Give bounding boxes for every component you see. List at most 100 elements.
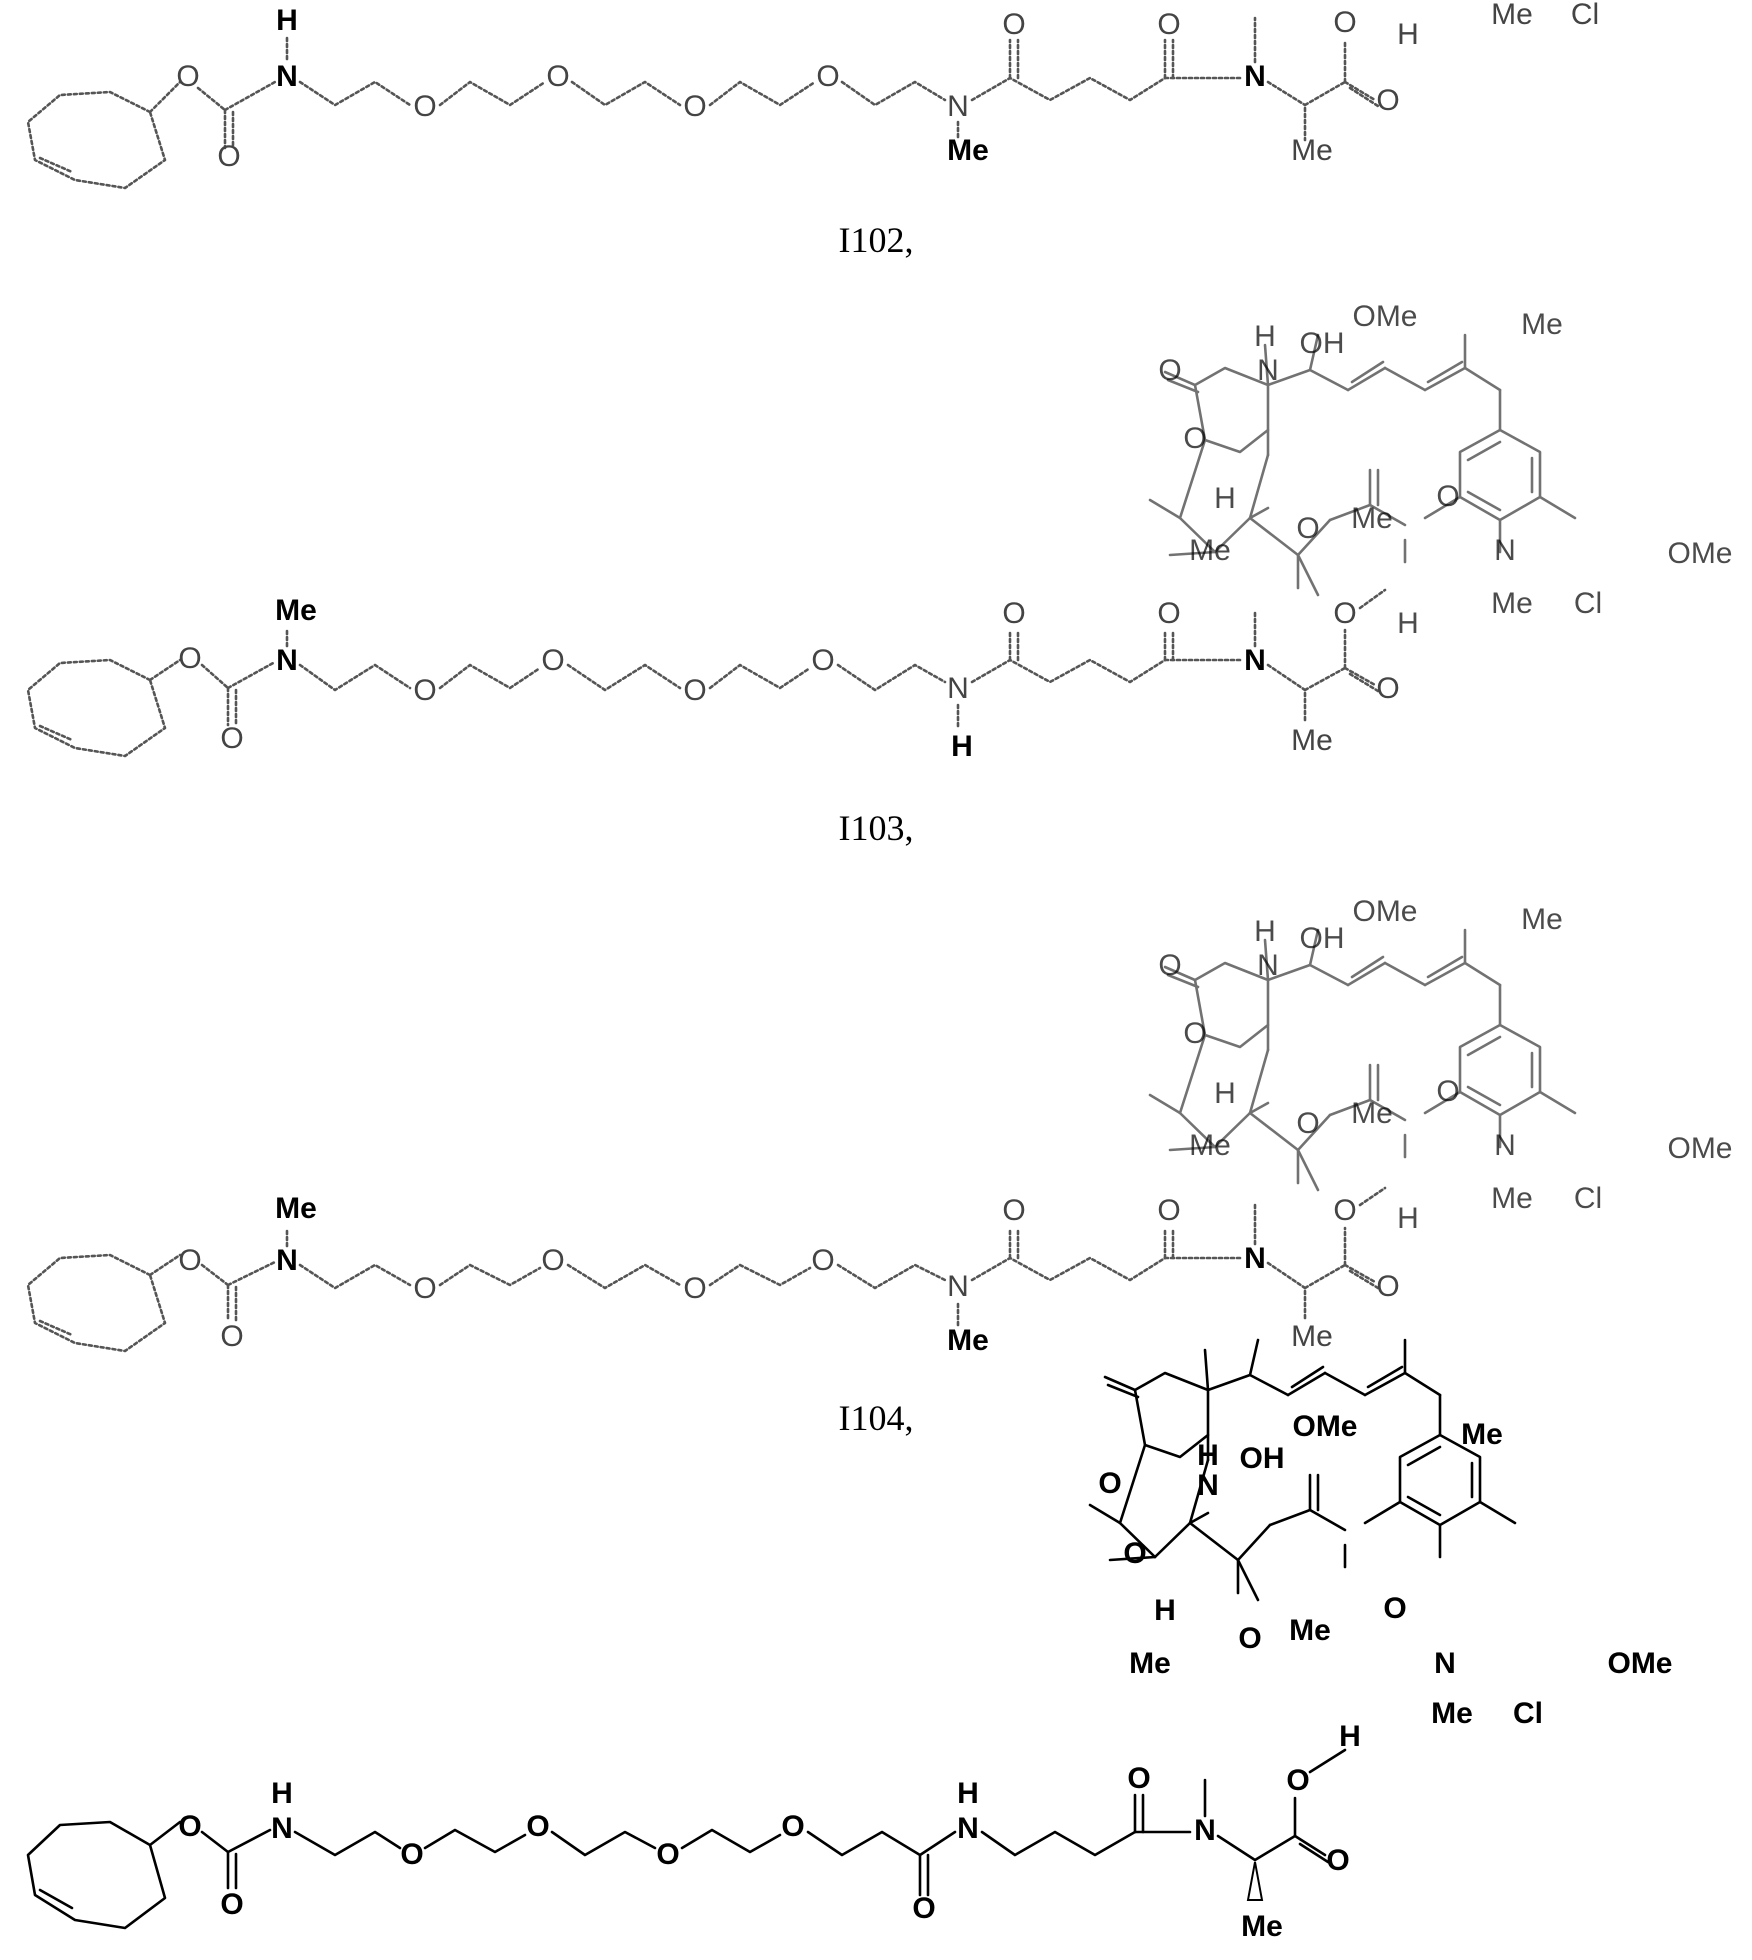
- atom-o: O: [816, 60, 839, 93]
- atom-h: H: [1214, 1077, 1236, 1110]
- atom-n: N: [271, 1812, 293, 1845]
- atom-o: O: [413, 90, 436, 123]
- atom-o: O: [178, 642, 201, 675]
- atom-me: Me: [1129, 1647, 1171, 1680]
- atom-n: N: [276, 60, 298, 93]
- atom-h: H: [1397, 607, 1419, 640]
- atom-cl: Cl: [1574, 1182, 1602, 1215]
- atom-n: N: [947, 90, 969, 123]
- atom-h: H: [1197, 1439, 1219, 1472]
- atom-o: O: [1436, 1075, 1459, 1108]
- atom-h: H: [1254, 915, 1276, 948]
- atom-h: H: [957, 1777, 979, 1810]
- atom-o: O: [220, 1320, 243, 1353]
- atom-n: N: [1434, 1647, 1456, 1680]
- maytansine-labels-i104: H N OH OMe Me O O H O Me O Me N Me Cl OM…: [1158, 895, 1732, 1235]
- atom-ome: OMe: [1352, 895, 1417, 928]
- n-substituent-top: Me: [275, 594, 317, 627]
- atom-o: O: [546, 60, 569, 93]
- atom-o: O: [1333, 597, 1356, 630]
- atom-me: Me: [1521, 308, 1563, 341]
- n-substituent-top: H: [276, 4, 298, 37]
- compound-label-i104: I104,: [839, 1398, 914, 1438]
- atom-n: N: [947, 1270, 969, 1303]
- atom-o: O: [1286, 1764, 1309, 1797]
- atom-o: O: [1183, 1017, 1206, 1050]
- atom-o: O: [1376, 1270, 1399, 1303]
- atom-me: Me: [1291, 1320, 1333, 1353]
- atom-n: N: [1197, 1469, 1219, 1502]
- atom-ome: OMe: [1667, 1132, 1732, 1165]
- atom-me: Me: [1189, 534, 1231, 567]
- atom-n: N: [276, 644, 298, 677]
- atom-me: Me: [1351, 1097, 1393, 1130]
- atom-me: Me: [1289, 1614, 1331, 1647]
- atom-me: Me: [1189, 1129, 1231, 1162]
- atom-o: O: [811, 1244, 834, 1277]
- atom-ome: OMe: [1352, 300, 1417, 333]
- atom-oh: OH: [1300, 922, 1345, 955]
- atom-n: N: [1244, 60, 1266, 93]
- atom-n: N: [947, 672, 969, 705]
- maytansine-labels-compound-4: H N OH OMe Me O O H O Me O Me N Me Cl OM…: [1098, 1410, 1672, 1753]
- n-substituent-bottom: H: [951, 730, 973, 763]
- atom-cl: Cl: [1571, 0, 1599, 31]
- atom-o: O: [1002, 1194, 1025, 1227]
- atom-o: O: [781, 1810, 804, 1843]
- atom-me: Me: [1491, 587, 1533, 620]
- atom-o: O: [1436, 480, 1459, 513]
- atom-ome: OMe: [1607, 1647, 1672, 1680]
- atom-o: O: [1376, 672, 1399, 705]
- atom-o: O: [1296, 1107, 1319, 1140]
- n-substituent-top: Me: [275, 1192, 317, 1225]
- n-substituent-bottom: Me: [947, 134, 989, 167]
- atom-n: N: [1494, 1129, 1516, 1162]
- compound-label-i103: I103,: [839, 808, 914, 848]
- atom-o: O: [1326, 1844, 1349, 1877]
- atom-o: O: [178, 1244, 201, 1277]
- atom-me: Me: [1351, 502, 1393, 535]
- atom-o: O: [413, 674, 436, 707]
- atom-o: O: [683, 1272, 706, 1305]
- atom-oh: OH: [1240, 1442, 1285, 1475]
- atom-o: O: [1383, 1592, 1406, 1625]
- atom-h: H: [1254, 320, 1276, 353]
- atom-n: N: [1194, 1814, 1216, 1847]
- atom-n: N: [957, 1812, 979, 1845]
- atom-ome: OMe: [1292, 1410, 1357, 1443]
- atom-me: Me: [1291, 724, 1333, 757]
- compound-i103: O O N Me O O O O N H O: [28, 300, 1733, 848]
- atom-h: H: [1397, 18, 1419, 51]
- atom-o: O: [220, 722, 243, 755]
- atom-oh: OH: [1300, 327, 1345, 360]
- atom-o: O: [811, 644, 834, 677]
- atom-o: O: [1183, 422, 1206, 455]
- atom-o: O: [176, 60, 199, 93]
- atom-me: Me: [1491, 0, 1533, 31]
- atom-o: O: [1002, 8, 1025, 41]
- atom-o: O: [656, 1838, 679, 1871]
- atom-n: N: [1257, 949, 1279, 982]
- atom-o: O: [683, 90, 706, 123]
- atom-n: N: [1494, 534, 1516, 567]
- atom-o: O: [178, 1810, 201, 1843]
- atom-o: O: [1157, 1194, 1180, 1227]
- atom-n: N: [1244, 1242, 1266, 1275]
- atom-o: O: [220, 1888, 243, 1921]
- atom-o: O: [912, 1892, 935, 1925]
- atom-o: O: [1127, 1762, 1150, 1795]
- atom-me: Me: [1461, 1418, 1503, 1451]
- atom-o: O: [1123, 1537, 1146, 1570]
- atom-o: O: [217, 140, 240, 173]
- atom-o: O: [413, 1272, 436, 1305]
- atom-cl: Cl: [1574, 587, 1602, 620]
- atom-o: O: [1158, 949, 1181, 982]
- compound-i102: O O N H O O O O N Me O O N Me: [28, 0, 1599, 260]
- n-substituent-top: H: [271, 1777, 293, 1810]
- atom-o: O: [541, 644, 564, 677]
- atom-o: O: [1238, 1622, 1261, 1655]
- atom-h: H: [1339, 1720, 1361, 1753]
- atom-o: O: [1157, 597, 1180, 630]
